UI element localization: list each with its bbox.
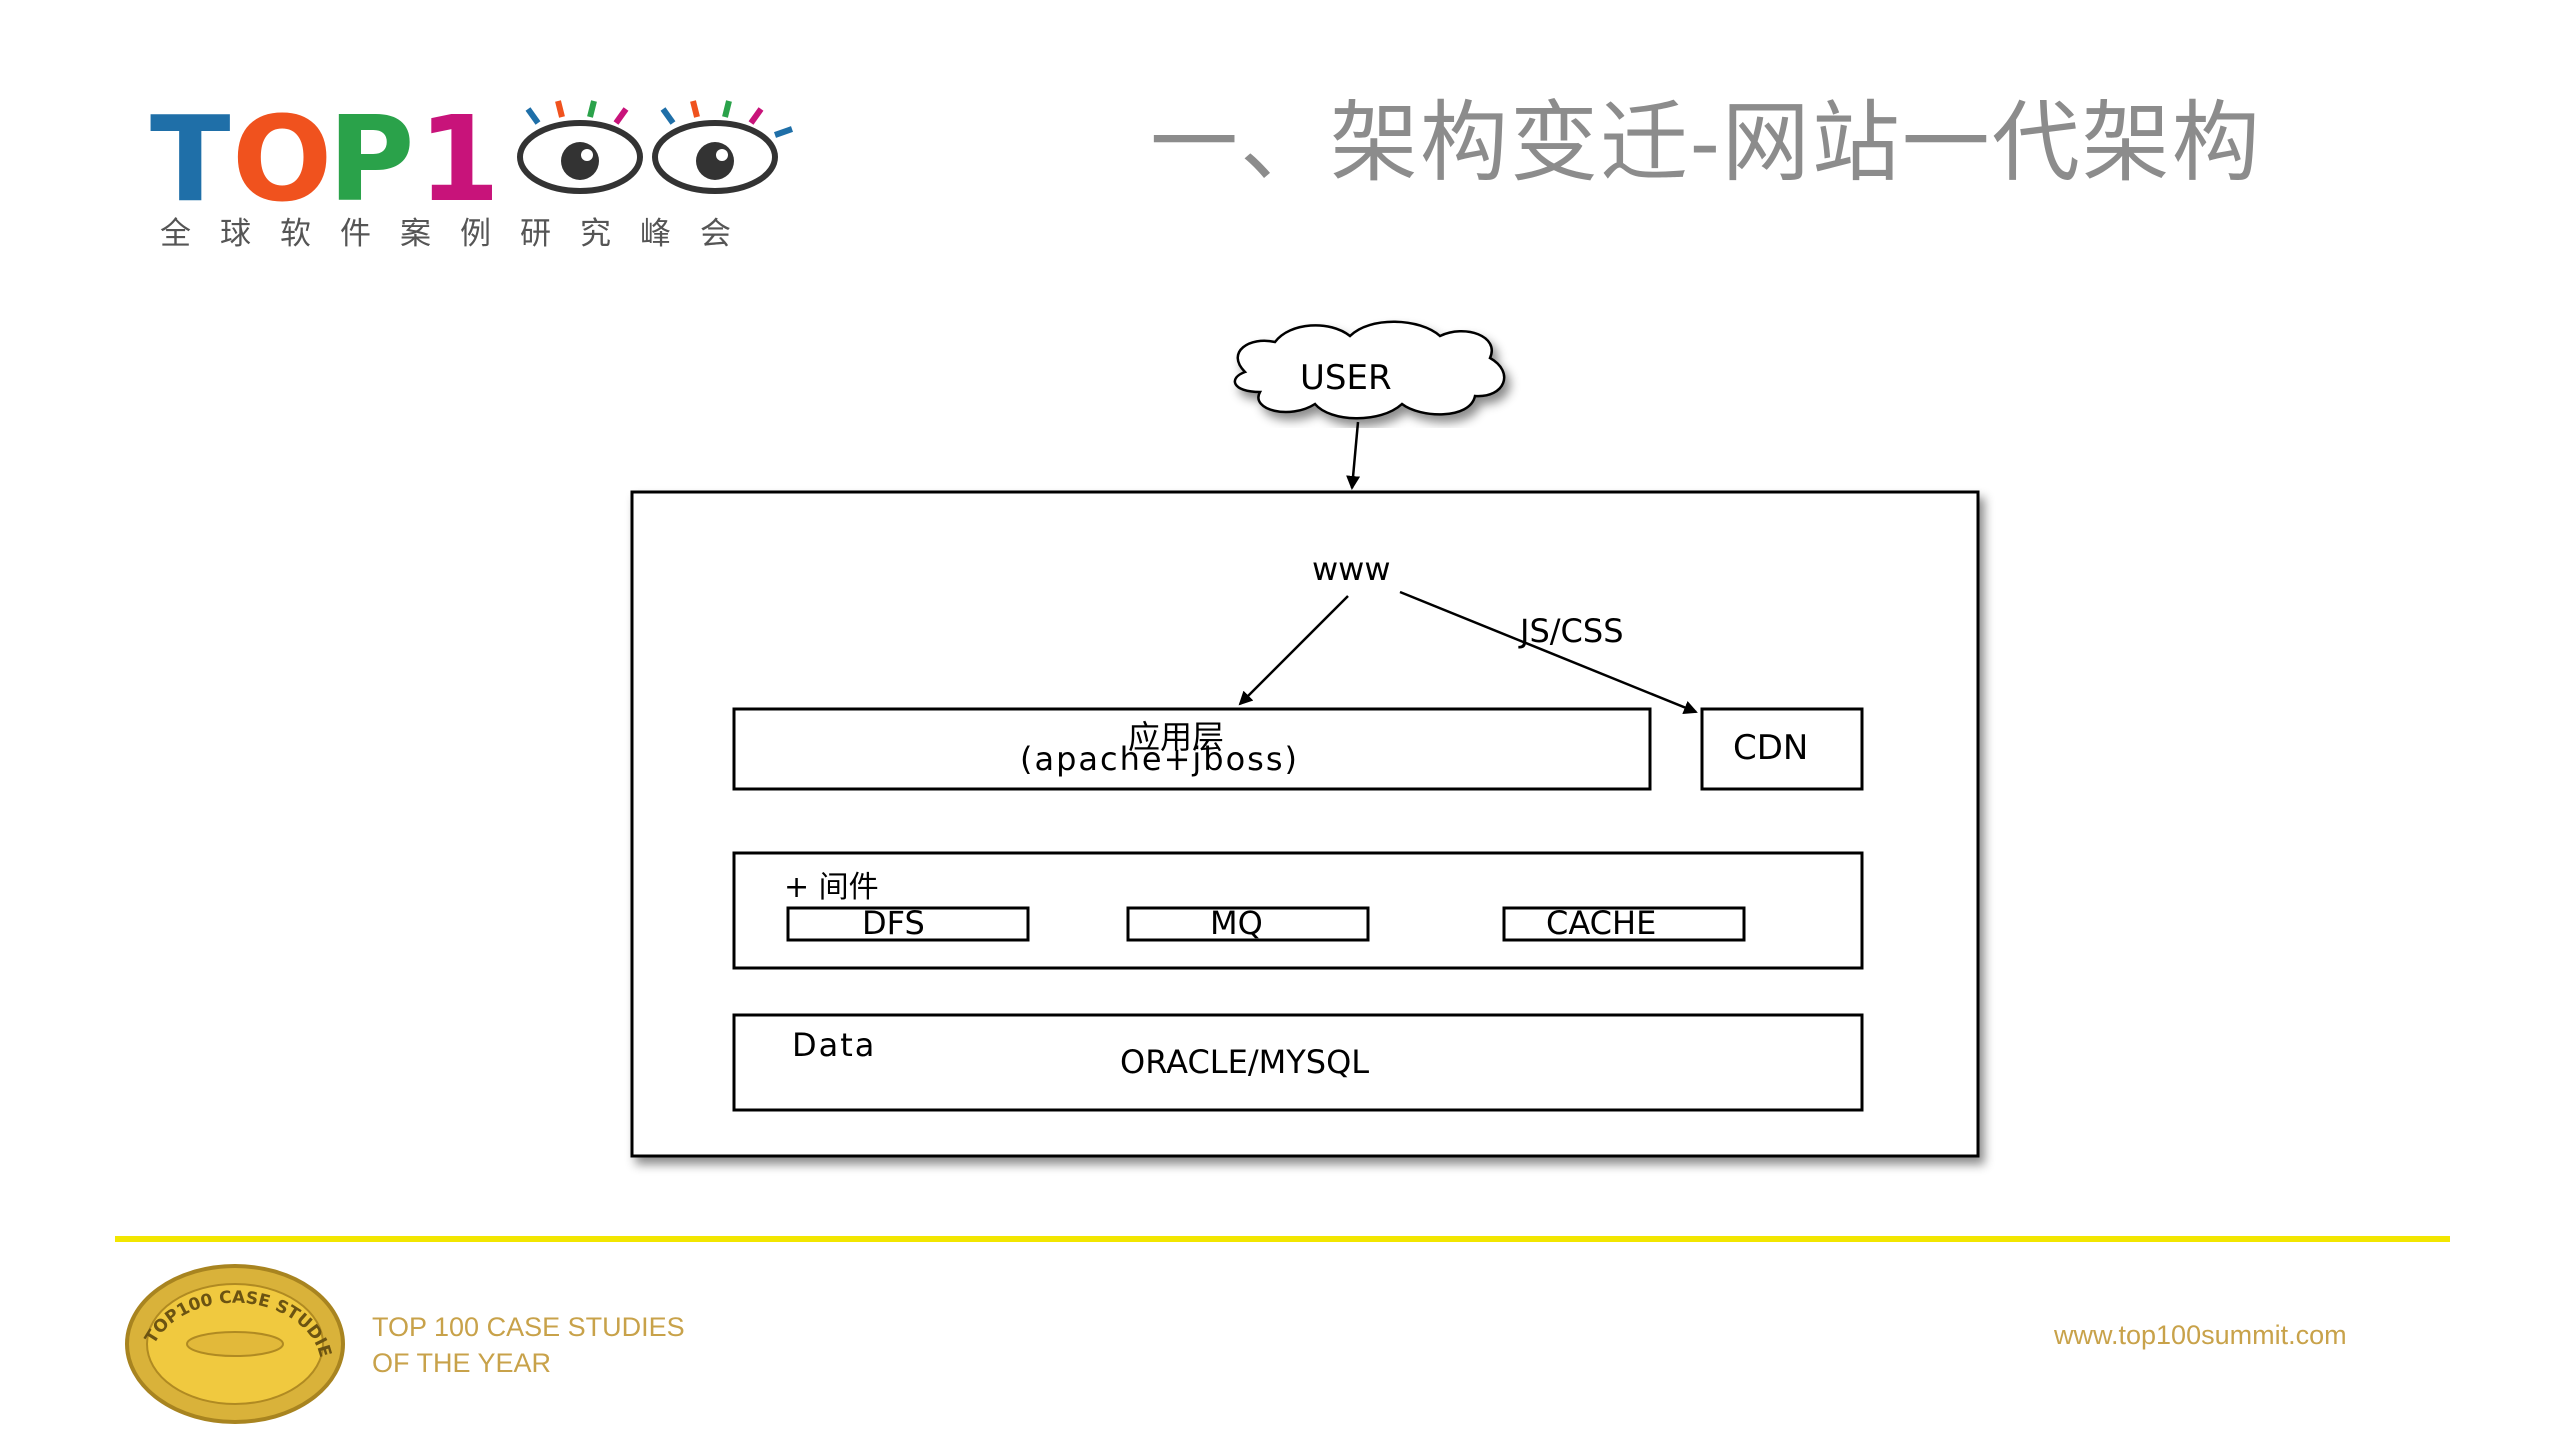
data-store-label: ORACLE/MYSQL <box>1120 1043 1370 1081</box>
footer-case-line1: TOP 100 CASE STUDIES <box>372 1312 685 1342</box>
top100-logo-letters: T O P 1 <box>150 95 500 228</box>
user-cloud-shape <box>1233 320 1506 420</box>
top100-logo: T O P 1 <box>150 95 793 228</box>
www-to-app-arrow <box>1238 595 1349 706</box>
cdn-label: CDN <box>1733 728 1809 768</box>
logo-eyes-icon <box>517 100 793 194</box>
logo-subtitle: 全球软件案例研究峰会 <box>160 216 760 252</box>
data-layer-box <box>732 1013 1864 1112</box>
cache-label: CACHE <box>1546 904 1657 942</box>
www-label: www <box>1312 550 1391 588</box>
footer-divider <box>115 1236 2450 1242</box>
dfs-label: DFS <box>862 904 925 942</box>
middleware-title: + 间件 <box>784 870 879 905</box>
dfs-box <box>786 906 1030 942</box>
logo-letter-o: O <box>232 95 332 228</box>
mq-label: MQ <box>1210 904 1263 942</box>
cdn-box <box>1700 707 1864 791</box>
slide-title: 一、架构变迁-网站一代架构 <box>1150 91 2262 194</box>
user-arrow <box>1346 421 1361 490</box>
www-to-cdn-arrow <box>1399 590 1698 714</box>
cache-box <box>1502 906 1746 942</box>
mq-box <box>1126 906 1370 942</box>
app-layer-box <box>732 707 1652 791</box>
logo-letter-p: P <box>328 95 414 228</box>
logo-letter-1: 1 <box>418 95 500 228</box>
user-label: USER <box>1300 358 1392 398</box>
data-layer-title: Data <box>792 1026 877 1064</box>
js-css-label: JS/CSS <box>1520 612 1624 650</box>
logo-letter-t: T <box>150 95 231 228</box>
footer-case-line2: OF THE YEAR <box>372 1348 552 1378</box>
app-layer-title: 应用层 <box>1128 718 1225 756</box>
summit-badge-icon: TOP100 CASE STUDIES SUMMIT <box>120 1262 345 1424</box>
footer-url-link[interactable]: www.top100summit.com <box>2054 1320 2347 1350</box>
app-layer-subtitle: (apache+jboss) <box>1020 740 1299 778</box>
